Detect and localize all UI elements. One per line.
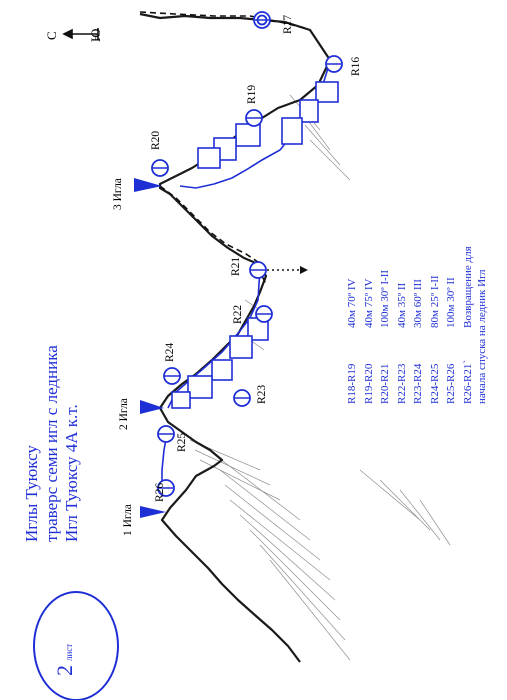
station-label-r19: R19 — [246, 84, 258, 104]
legend-desc: 80м 25º I-II — [428, 275, 441, 328]
legend-desc: 100м 30º II — [445, 277, 457, 328]
sheet-word: лист — [64, 643, 74, 661]
station-label-r22: R22 — [232, 304, 244, 324]
rock-shading — [189, 94, 451, 661]
legend-desc: 100м 30º I-II — [379, 269, 391, 328]
ridge-crest — [139, 12, 332, 663]
legend-route: R25-R26 — [445, 363, 457, 404]
peak-label-3: 3 Игла — [112, 178, 124, 210]
compass-arrow — [62, 28, 99, 40]
station-label-r17: R17 — [282, 14, 294, 34]
legend-desc: 40м 75º IV — [362, 278, 375, 328]
legend-desc: Возвращение для — [461, 246, 474, 328]
station-label-r25: R25 — [176, 432, 188, 452]
title-line-3: Игл Туюксу 4А к.т. — [62, 404, 81, 542]
title-line-2: траверс семи игл с ледника — [42, 345, 61, 542]
peak-2-marker — [140, 400, 164, 414]
sheet-badge: 2 лист — [52, 644, 78, 676]
peak-3-marker — [134, 178, 162, 192]
belay-boxes — [171, 81, 339, 409]
peak-1-marker — [140, 506, 166, 518]
legend-route: R24-R25 — [428, 363, 441, 404]
compass-north-label: С — [44, 31, 59, 40]
descent-arrow — [262, 266, 308, 274]
legend-route: R22-R23 — [395, 363, 408, 404]
station-label-r24: R24 — [164, 342, 176, 362]
legend-desc: 30м 60º III — [412, 279, 424, 328]
legend-routes: R18-R19 R19-R20 R20-R21 R22-R23 R23-R24 … — [344, 360, 476, 404]
station-label-r16: R16 — [350, 56, 362, 76]
peak-label-1: 1 Игла — [122, 504, 134, 536]
sheet-number: 2 — [52, 665, 77, 676]
legend-route: R26-R21` — [461, 360, 474, 404]
station-label-r21: R21 — [230, 256, 242, 276]
legend-descriptions: 40м 70º IV 40м 75º IV 100м 30º I-II 40м … — [344, 246, 476, 328]
station-label-r26: R26 — [154, 482, 166, 502]
title-line-1: Иглы Туюксу — [22, 445, 41, 542]
compass-south-label: Ю — [88, 28, 103, 42]
legend-route: R18-R19 — [346, 363, 358, 404]
legend-desc: 40м 70º IV — [346, 278, 358, 328]
legend-note: начала спуска на ледник Игл — [476, 269, 488, 404]
legend-desc: 40м 35º II — [395, 282, 408, 328]
diagram-title: Иглы Туюксу траверс семи игл с ледника И… — [22, 345, 82, 542]
legend-route: R20-R21 — [379, 363, 391, 404]
legend-route: R23-R24 — [412, 363, 424, 404]
legend-route: R19-R20 — [362, 363, 375, 404]
peak-markers — [134, 178, 166, 518]
sheet-badge-ellipse — [33, 591, 119, 700]
station-label-r23: R23 — [256, 384, 268, 404]
peak-label-2: 2 Игла — [118, 398, 130, 430]
station-label-r20: R20 — [150, 130, 162, 150]
